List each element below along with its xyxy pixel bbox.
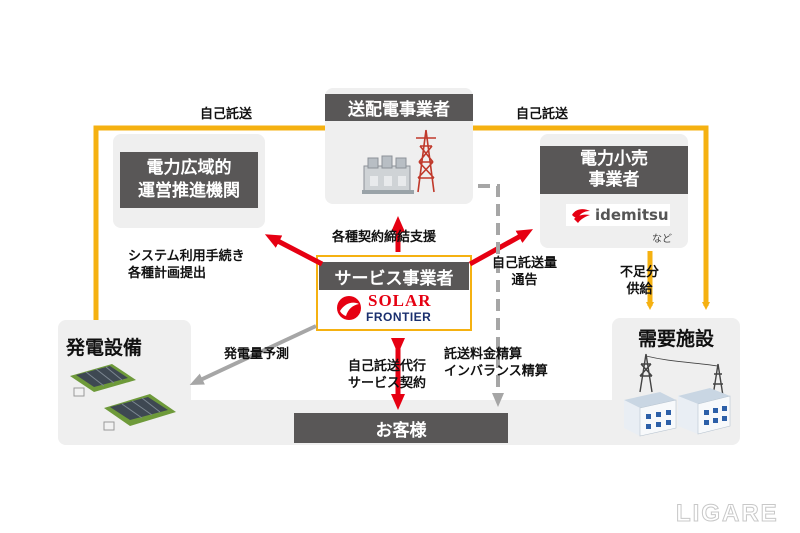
contract-support-label: 各種契約締結支援 [332, 230, 437, 245]
volume-notice-label: 自己託送量 通告 [492, 255, 557, 289]
occto-header: 電力広域的 運営推進機関 [120, 152, 258, 208]
system-procedures-line2: 各種計画提出 [128, 266, 207, 281]
shortage-supply-line2: 供給 [626, 282, 653, 297]
retailer-title-line2: 事業者 [588, 170, 640, 190]
self-transmission-lines [93, 125, 710, 330]
agency-contract-line1: 自己託送代行 [348, 359, 427, 374]
system-procedures-line1: システム利用手続き [128, 249, 245, 264]
solar-frontier-line2: FRONTIER [366, 310, 432, 324]
volume-notice-line1: 自己託送量 [492, 256, 558, 271]
shortage-supply-label: 不足分 供給 [620, 264, 659, 298]
settlement-line1: 託送料金精算 [444, 347, 523, 362]
solar-frontier-logo: SOLAR FRONTIER [336, 291, 456, 327]
generation-forecast-label: 発電量予測 [224, 347, 290, 362]
volume-notice-line2: 通告 [511, 273, 538, 288]
demand-title: 需要施設 [638, 328, 715, 350]
idemitsu-flame-icon [572, 209, 590, 223]
retailer-header: 電力小売 事業者 [540, 146, 688, 194]
self-transmission-label-left: 自己託送 [200, 107, 253, 122]
transmission-operator-title: 送配電事業者 [348, 100, 450, 120]
solar-panel-illustration [70, 364, 176, 431]
transmission-operator-header: 送配電事業者 [325, 94, 473, 121]
self-transmission-label-right: 自己託送 [516, 107, 569, 122]
settlement-label: 託送料金精算 インバランス精算 [444, 346, 548, 380]
occto-title-line1: 電力広域的 [146, 158, 232, 178]
retailer-etc-note: など [652, 234, 672, 245]
retailer-title-line1: 電力小売 [580, 149, 648, 169]
idemitsu-logo: idemitsu [566, 204, 670, 226]
substation-illustration [362, 129, 436, 194]
factory-illustration [624, 353, 731, 437]
agency-contract-line2: サービス契約 [348, 376, 427, 391]
shortage-supply-line1: 不足分 [620, 265, 660, 280]
factory-building-icon [624, 392, 677, 437]
transmission-tower-icon [416, 129, 436, 193]
solar-panel-icon [103, 394, 176, 431]
power-pylon-icon [639, 353, 724, 397]
solar-frontier-emblem-icon [337, 296, 361, 320]
settlement-line2: インバランス精算 [444, 364, 548, 379]
generation-title: 発電設備 [66, 337, 143, 359]
service-provider-title: サービス事業者 [334, 268, 454, 289]
customer-box: お客様 [294, 413, 508, 443]
idemitsu-logo-text: idemitsu [595, 206, 669, 224]
system-procedures-label: システム利用手続き 各種計画提出 [128, 248, 245, 282]
factory-building-icon [678, 388, 731, 435]
agency-contract-label: 自己託送代行 サービス契約 [348, 358, 426, 392]
service-provider-header: サービス事業者 [319, 262, 469, 290]
solar-frontier-line1: SOLAR [368, 291, 432, 310]
ligare-watermark: LIGARE [676, 500, 779, 528]
substation-building-icon [362, 155, 414, 194]
occto-title-line2: 運営推進機関 [138, 181, 240, 201]
solar-panel-icon [70, 364, 136, 397]
customer-title: お客様 [375, 420, 427, 441]
